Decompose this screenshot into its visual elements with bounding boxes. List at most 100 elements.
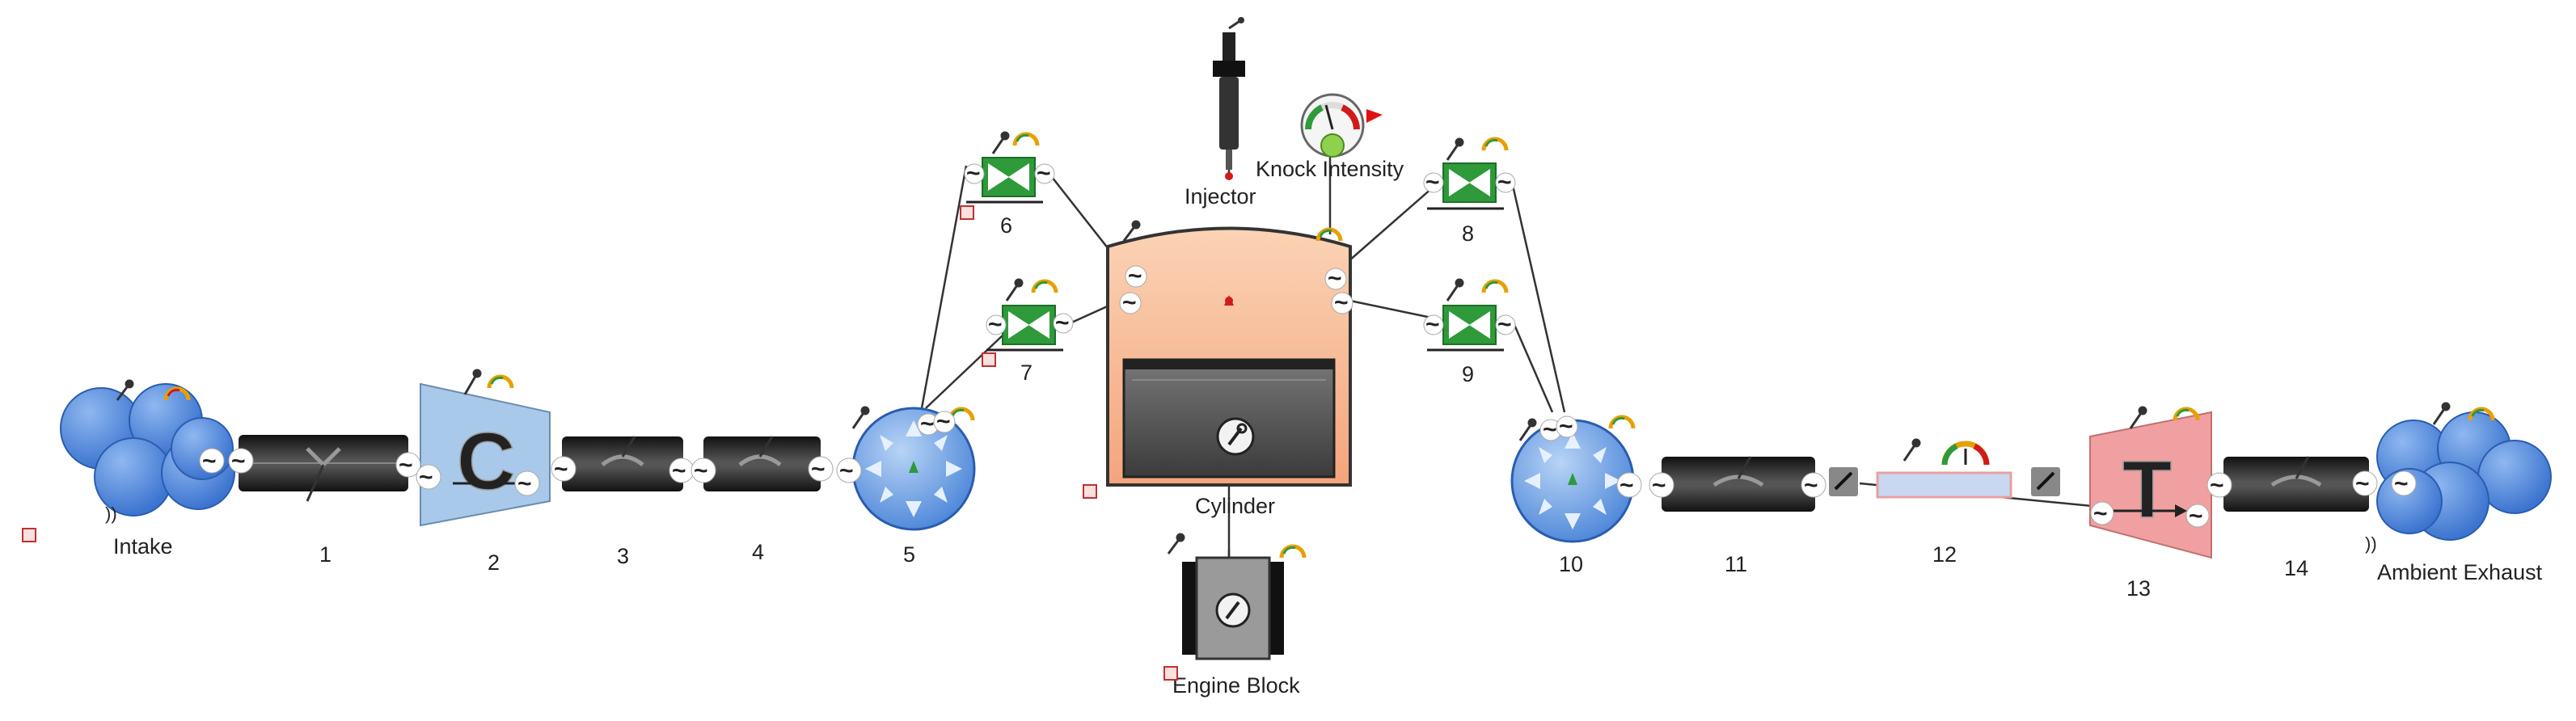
pipe-4[interactable]: 4 [703,436,821,564]
svg-text:~: ~ [694,457,708,484]
gauge-icon [1031,279,1058,293]
component-label: 3 [617,544,629,568]
intake-plenum-5[interactable]: 5 [851,407,976,567]
component-label: Injector [1185,184,1256,209]
svg-text:~: ~ [202,448,217,474]
svg-text:~: ~ [1037,160,1051,187]
injector[interactable]: Injector [1185,17,1256,209]
cylinder[interactable]: Cylinder [1106,226,1352,519]
actuator-lever-icon [116,379,134,401]
component-label: 8 [1462,221,1474,246]
svg-text:~: ~ [1652,472,1666,499]
actuator-lever-icon [1167,533,1185,554]
actuator-lever-icon [463,369,482,395]
exhaust-valve-9[interactable]: 9 [1427,305,1504,386]
gauge-icon [1608,415,1636,429]
svg-text:~: ~ [966,160,981,187]
svg-text:~: ~ [1559,413,1573,440]
component-label: 6 [1000,213,1012,238]
gauge-icon [2173,407,2200,421]
gauge-icon [487,374,514,389]
exhaust-valve-8[interactable]: 8 [1427,162,1504,246]
engine-block[interactable]: Engine Block [1172,556,1300,698]
svg-text:~: ~ [936,408,951,435]
compressor-glyph: C [457,416,515,507]
turbine-13[interactable]: T 13 [2089,411,2212,601]
svg-text:~: ~ [1804,472,1818,499]
component-label: Ambient Exhaust [2377,560,2543,584]
knock-intensity-gauge[interactable]: Knock Intensity [1256,93,1404,181]
svg-text:~: ~ [1055,310,1070,336]
svg-text:~: ~ [399,452,413,479]
flow-indicator-icon: )) [105,504,117,524]
svg-text:~: ~ [419,464,433,491]
svg-text:~: ~ [1425,169,1440,196]
svg-text:~: ~ [839,457,854,484]
svg-text:~: ~ [2394,470,2409,497]
component-label: Knock Intensity [1256,157,1404,181]
pipe-1[interactable]: 1 [239,435,408,567]
actuator-lever-icon [1446,137,1464,161]
component-label: Engine Block [1172,673,1300,698]
svg-text:~: ~ [672,457,686,484]
component-label: Cylinder [1195,494,1275,518]
intake-valve-7[interactable]: 7 [986,305,1063,385]
exhaust-plenum-10[interactable]: 10 [1510,419,1635,576]
actuator-lever-icon [1005,278,1024,301]
pipe-11[interactable]: 11 [1662,456,1815,576]
svg-text:~: ~ [988,311,1003,338]
component-label: 9 [1462,362,1474,386]
svg-text:~: ~ [1497,169,1512,196]
actuator-lever-icon [1446,278,1464,301]
flow-indicator-icon: )) [2365,533,2377,554]
svg-text:~: ~ [517,470,532,497]
turbine-glyph: T [2122,445,2172,535]
gauge-icon [163,386,191,401]
svg-text:~: ~ [1128,263,1142,289]
component-label: 11 [1725,552,1747,576]
gauge-icon [1481,279,1509,293]
component-label: Intake [113,534,173,559]
actuator-lever-icon [2432,402,2451,425]
component-label: 10 [1559,552,1583,576]
svg-text:~: ~ [2355,470,2370,497]
gauge-icon [1315,227,1343,242]
actuator-lever-icon [991,131,1010,154]
ambient-exhaust-boundary[interactable]: )) Ambient Exhaust [2365,411,2552,584]
svg-text:~: ~ [1122,289,1137,316]
component-label: 2 [488,550,500,575]
svg-text:~: ~ [811,456,826,483]
svg-text:~: ~ [231,448,246,474]
svg-text:~: ~ [2093,500,2108,527]
gauge-icon [1279,544,1307,559]
svg-text:~: ~ [1543,416,1557,443]
component-label: 7 [1020,360,1033,385]
svg-text:~: ~ [1334,289,1349,316]
pipe-14[interactable]: 14 [2223,456,2369,580]
svg-text:~: ~ [2189,503,2203,529]
pipe-12[interactable]: 12 [1829,467,2060,567]
pipe-3[interactable]: 3 [562,436,683,568]
svg-text:~: ~ [920,411,935,437]
actuator-lever-icon [2129,406,2147,429]
gauge-icon [1481,137,1509,151]
component-label: 5 [903,542,915,567]
actuator-lever-icon [1122,220,1141,242]
component-label: 4 [752,540,764,564]
gauge-icon [2468,407,2495,421]
actuator-lever-icon [1518,418,1537,441]
component-label: 12 [1932,542,1957,567]
flow-port-markers: ~ ~ ~ ~ ~ ~ ~ ~ ~ ~ ~ ~ ~ ~ ~ ~ ~ ~ ~ ~ … [199,160,2417,529]
component-label: 1 [319,542,332,567]
gauge-icon [1012,132,1040,146]
svg-text:~: ~ [2210,472,2224,499]
svg-text:~: ~ [1620,472,1634,499]
svg-text:~: ~ [554,456,568,483]
svg-text:~: ~ [1328,265,1342,292]
component-label: 14 [2284,556,2308,580]
svg-text:~: ~ [1425,311,1440,338]
svg-text:~: ~ [1497,311,1512,338]
actuator-lever-icon [851,406,870,429]
component-label: 13 [2126,576,2151,601]
